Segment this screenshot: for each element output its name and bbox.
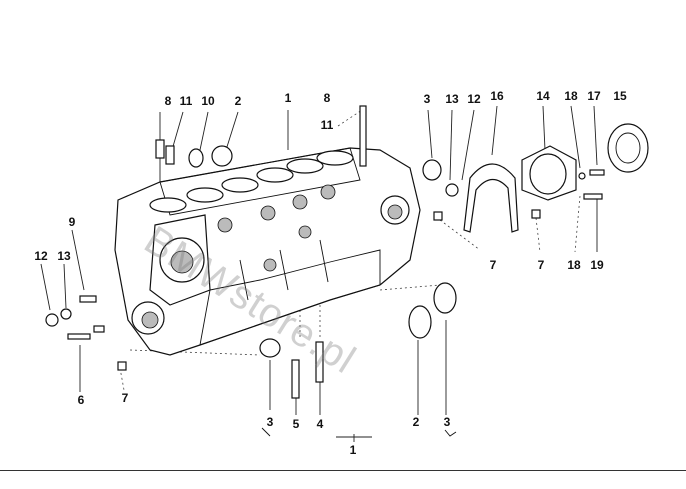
callout-3: 3: [443, 415, 451, 429]
callout-9: 9: [68, 215, 76, 229]
callout-8: 8: [164, 94, 172, 108]
callout-12: 12: [34, 249, 48, 263]
callout-18: 18: [564, 89, 578, 103]
engine-block: [114, 105, 421, 356]
callout-10: 10: [201, 94, 215, 108]
callout-2: 2: [412, 415, 420, 429]
callout-7: 7: [121, 391, 129, 405]
callout-7: 7: [489, 258, 497, 272]
callout-1: 1: [349, 443, 357, 457]
callout-16: 16: [490, 89, 504, 103]
callout-14: 14: [536, 89, 550, 103]
callout-4: 4: [316, 417, 324, 431]
callout-7: 7: [537, 258, 545, 272]
callout-1: 1: [284, 91, 292, 105]
callout-19: 19: [590, 258, 604, 272]
callout-11: 11: [320, 118, 334, 132]
leader-lines: [40, 105, 598, 415]
callout-17: 17: [587, 89, 601, 103]
callout-5: 5: [292, 417, 300, 431]
callout-8: 8: [323, 91, 331, 105]
callout-3: 3: [266, 415, 274, 429]
callout-6: 6: [77, 393, 85, 407]
bottom-brackets: [261, 427, 457, 442]
callout-2: 2: [234, 94, 242, 108]
callout-15: 15: [613, 89, 627, 103]
callout-13: 13: [57, 249, 71, 263]
callout-13: 13: [445, 92, 459, 106]
bottom-rule: [0, 470, 686, 471]
callout-3: 3: [423, 92, 431, 106]
callout-11: 11: [179, 94, 193, 108]
callout-18: 18: [567, 258, 581, 272]
small-parts: [45, 123, 649, 399]
callout-12: 12: [467, 92, 481, 106]
